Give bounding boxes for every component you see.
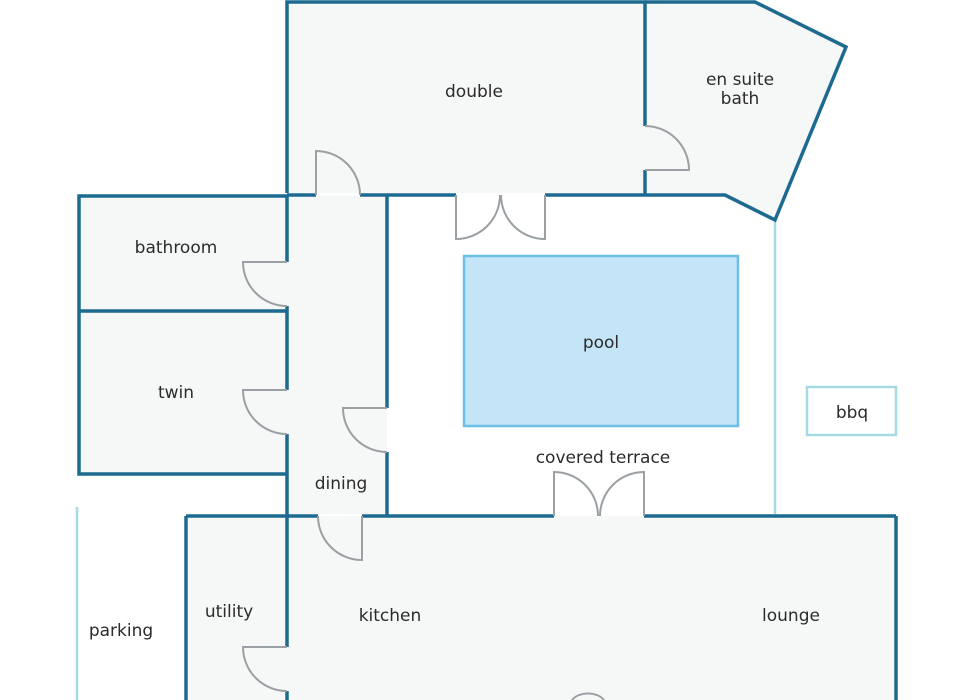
label-lounge: lounge (762, 606, 820, 626)
utility-room-fill (186, 516, 287, 700)
ensuite-room-fill (645, 2, 846, 220)
label-bathroom: bathroom (135, 238, 218, 258)
label-dining: dining (315, 474, 368, 494)
ensuite-door (644, 125, 691, 171)
room-fills (79, 2, 896, 700)
twin-room-fill (79, 311, 287, 474)
bathroom-walls (77, 194, 287, 476)
label-pool: pool (583, 333, 619, 353)
doors (241, 125, 691, 700)
label-bbq: bbq (836, 403, 868, 423)
terrace-door-right (500, 194, 546, 241)
room-labels: double en suite bath bathroom twin dinin… (89, 70, 868, 641)
double-room-fill (287, 2, 645, 193)
label-parking: parking (89, 621, 153, 641)
kitchen-lounge-room-fill (287, 516, 896, 700)
double-room-walls (285, 0, 647, 193)
label-twin: twin (158, 383, 194, 403)
dining-door (341, 407, 388, 453)
label-double: double (445, 82, 503, 102)
label-kitchen: kitchen (359, 606, 422, 626)
bathroom-room-fill (79, 196, 287, 311)
lounge-door-left (553, 470, 599, 517)
lounge-door-bottom (571, 692, 605, 700)
label-ensuite-line2: bath (721, 89, 760, 109)
label-utility: utility (205, 602, 253, 622)
lounge-door-right (599, 470, 645, 517)
bbq-area (805, 385, 898, 437)
terrace-door-left (455, 194, 501, 241)
twin-door (241, 389, 288, 435)
kitchen-door (317, 515, 363, 562)
label-covered-terrace: covered terrace (536, 448, 671, 468)
dining-room-fill (287, 196, 387, 514)
utility-door (241, 646, 288, 692)
pool-area (462, 254, 740, 428)
label-ensuite-line1: en suite (706, 70, 774, 90)
ensuite-walls (645, 0, 849, 223)
walls (77, 0, 898, 700)
bathroom-door (241, 261, 288, 307)
double-door (315, 149, 361, 196)
